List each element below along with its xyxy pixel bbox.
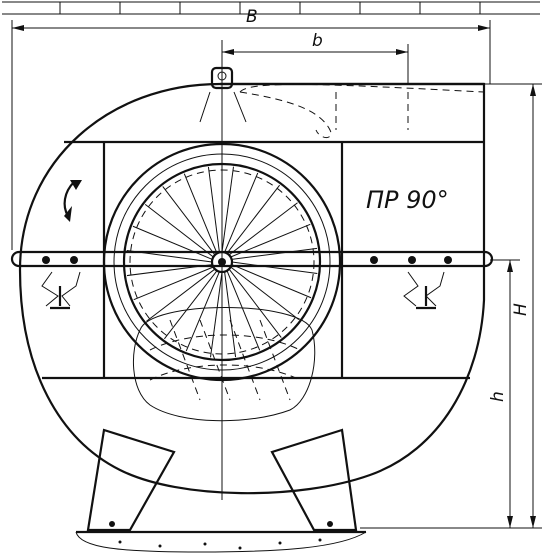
impeller-blade (133, 266, 214, 301)
impeller-blade (163, 270, 218, 340)
impeller-blade (228, 202, 298, 256)
isolator-right-icon (403, 271, 445, 310)
impeller-blade (226, 270, 261, 351)
impeller-blade (210, 271, 223, 358)
dimension-B-label: B (246, 7, 258, 27)
isolator-left-icon (41, 271, 81, 310)
impeller-blade (230, 266, 300, 321)
impeller-blade (224, 172, 259, 253)
rotation-designation-label: ПР 90° (366, 186, 449, 214)
dimension-b: b (221, 31, 409, 260)
dimension-b-label: b (312, 31, 323, 51)
impeller-blade (230, 223, 311, 258)
inlet-section (132, 307, 316, 422)
impeller-blade (126, 250, 213, 263)
dimension-h-label: h (488, 391, 508, 402)
support-legs (86, 428, 358, 532)
rotation-arrow-icon (63, 180, 82, 222)
volute-casing (18, 82, 486, 495)
impeller-blade (231, 247, 318, 260)
impeller-blade (231, 264, 312, 299)
impeller-blade (231, 261, 318, 274)
foundation-base (75, 530, 367, 553)
impeller-blade (226, 184, 281, 254)
impeller-blade (144, 203, 214, 258)
dimension-H-h: H h (360, 83, 542, 529)
shaft-bar (10, 250, 494, 268)
top-frame (2, 1, 540, 15)
impeller-blade (132, 225, 213, 260)
impeller-blade (126, 264, 213, 277)
impeller-blade (162, 186, 216, 256)
impeller-blade (221, 166, 234, 253)
dimension-H-label: H (511, 303, 531, 316)
impeller-blade (146, 268, 216, 322)
impeller-blade (185, 271, 220, 352)
impeller-blade (183, 173, 218, 254)
impeller-blade (228, 268, 282, 338)
impeller-blade (224, 271, 237, 358)
impeller-blade (207, 166, 220, 253)
dimension-B: B (11, 7, 491, 250)
lifting-eye-icon (199, 66, 247, 123)
support-frame (42, 140, 484, 500)
